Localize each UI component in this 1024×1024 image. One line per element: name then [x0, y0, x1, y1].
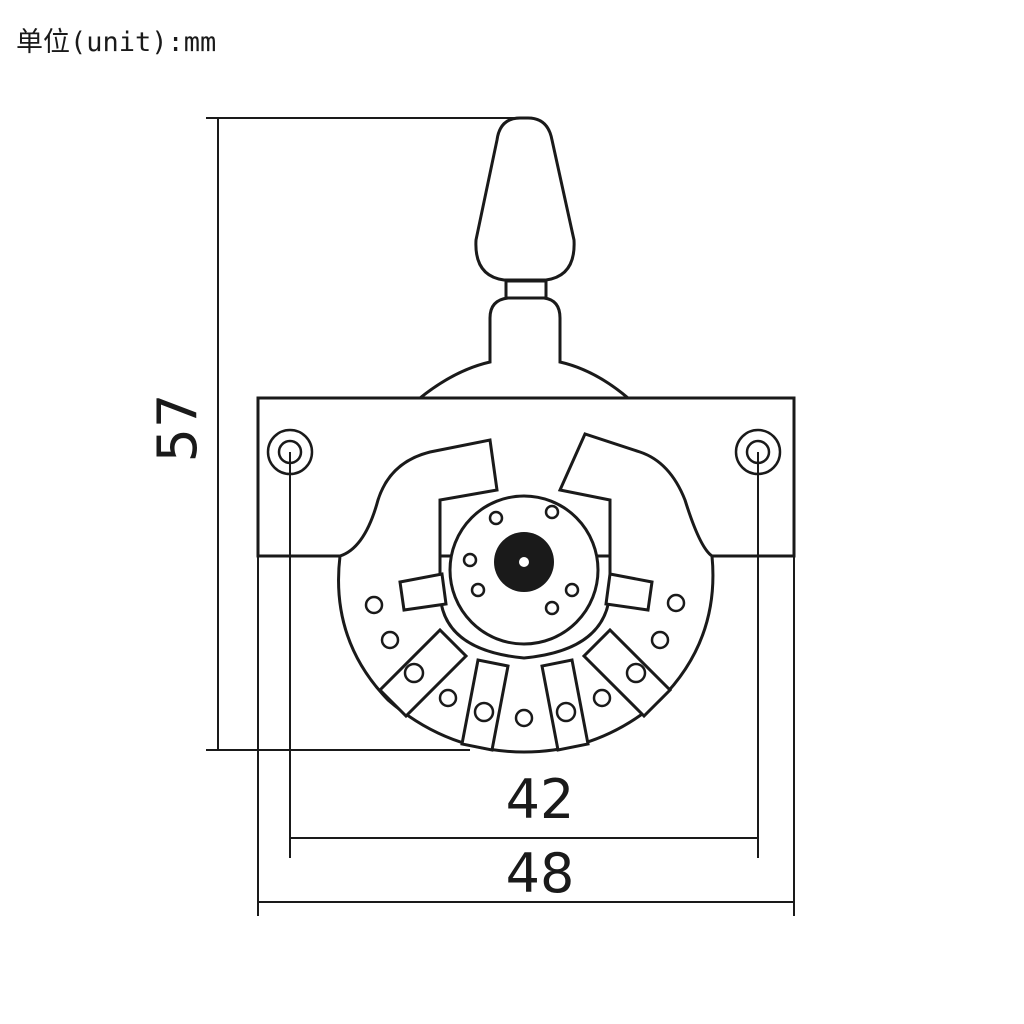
- height-dimension: 57: [146, 117, 520, 751]
- lever-knob: [415, 116, 633, 400]
- width-dimension-label: 48: [506, 842, 575, 905]
- solder-lugs: [377, 572, 673, 752]
- height-dimension-label: 57: [146, 394, 209, 463]
- hole-spacing-dimension: 42: [289, 452, 759, 858]
- width-dimension: 48: [257, 556, 795, 916]
- hole-spacing-dimension-label: 42: [506, 768, 575, 831]
- contact-holes: [364, 504, 686, 728]
- unit-label: 单位(unit):mm: [16, 27, 217, 58]
